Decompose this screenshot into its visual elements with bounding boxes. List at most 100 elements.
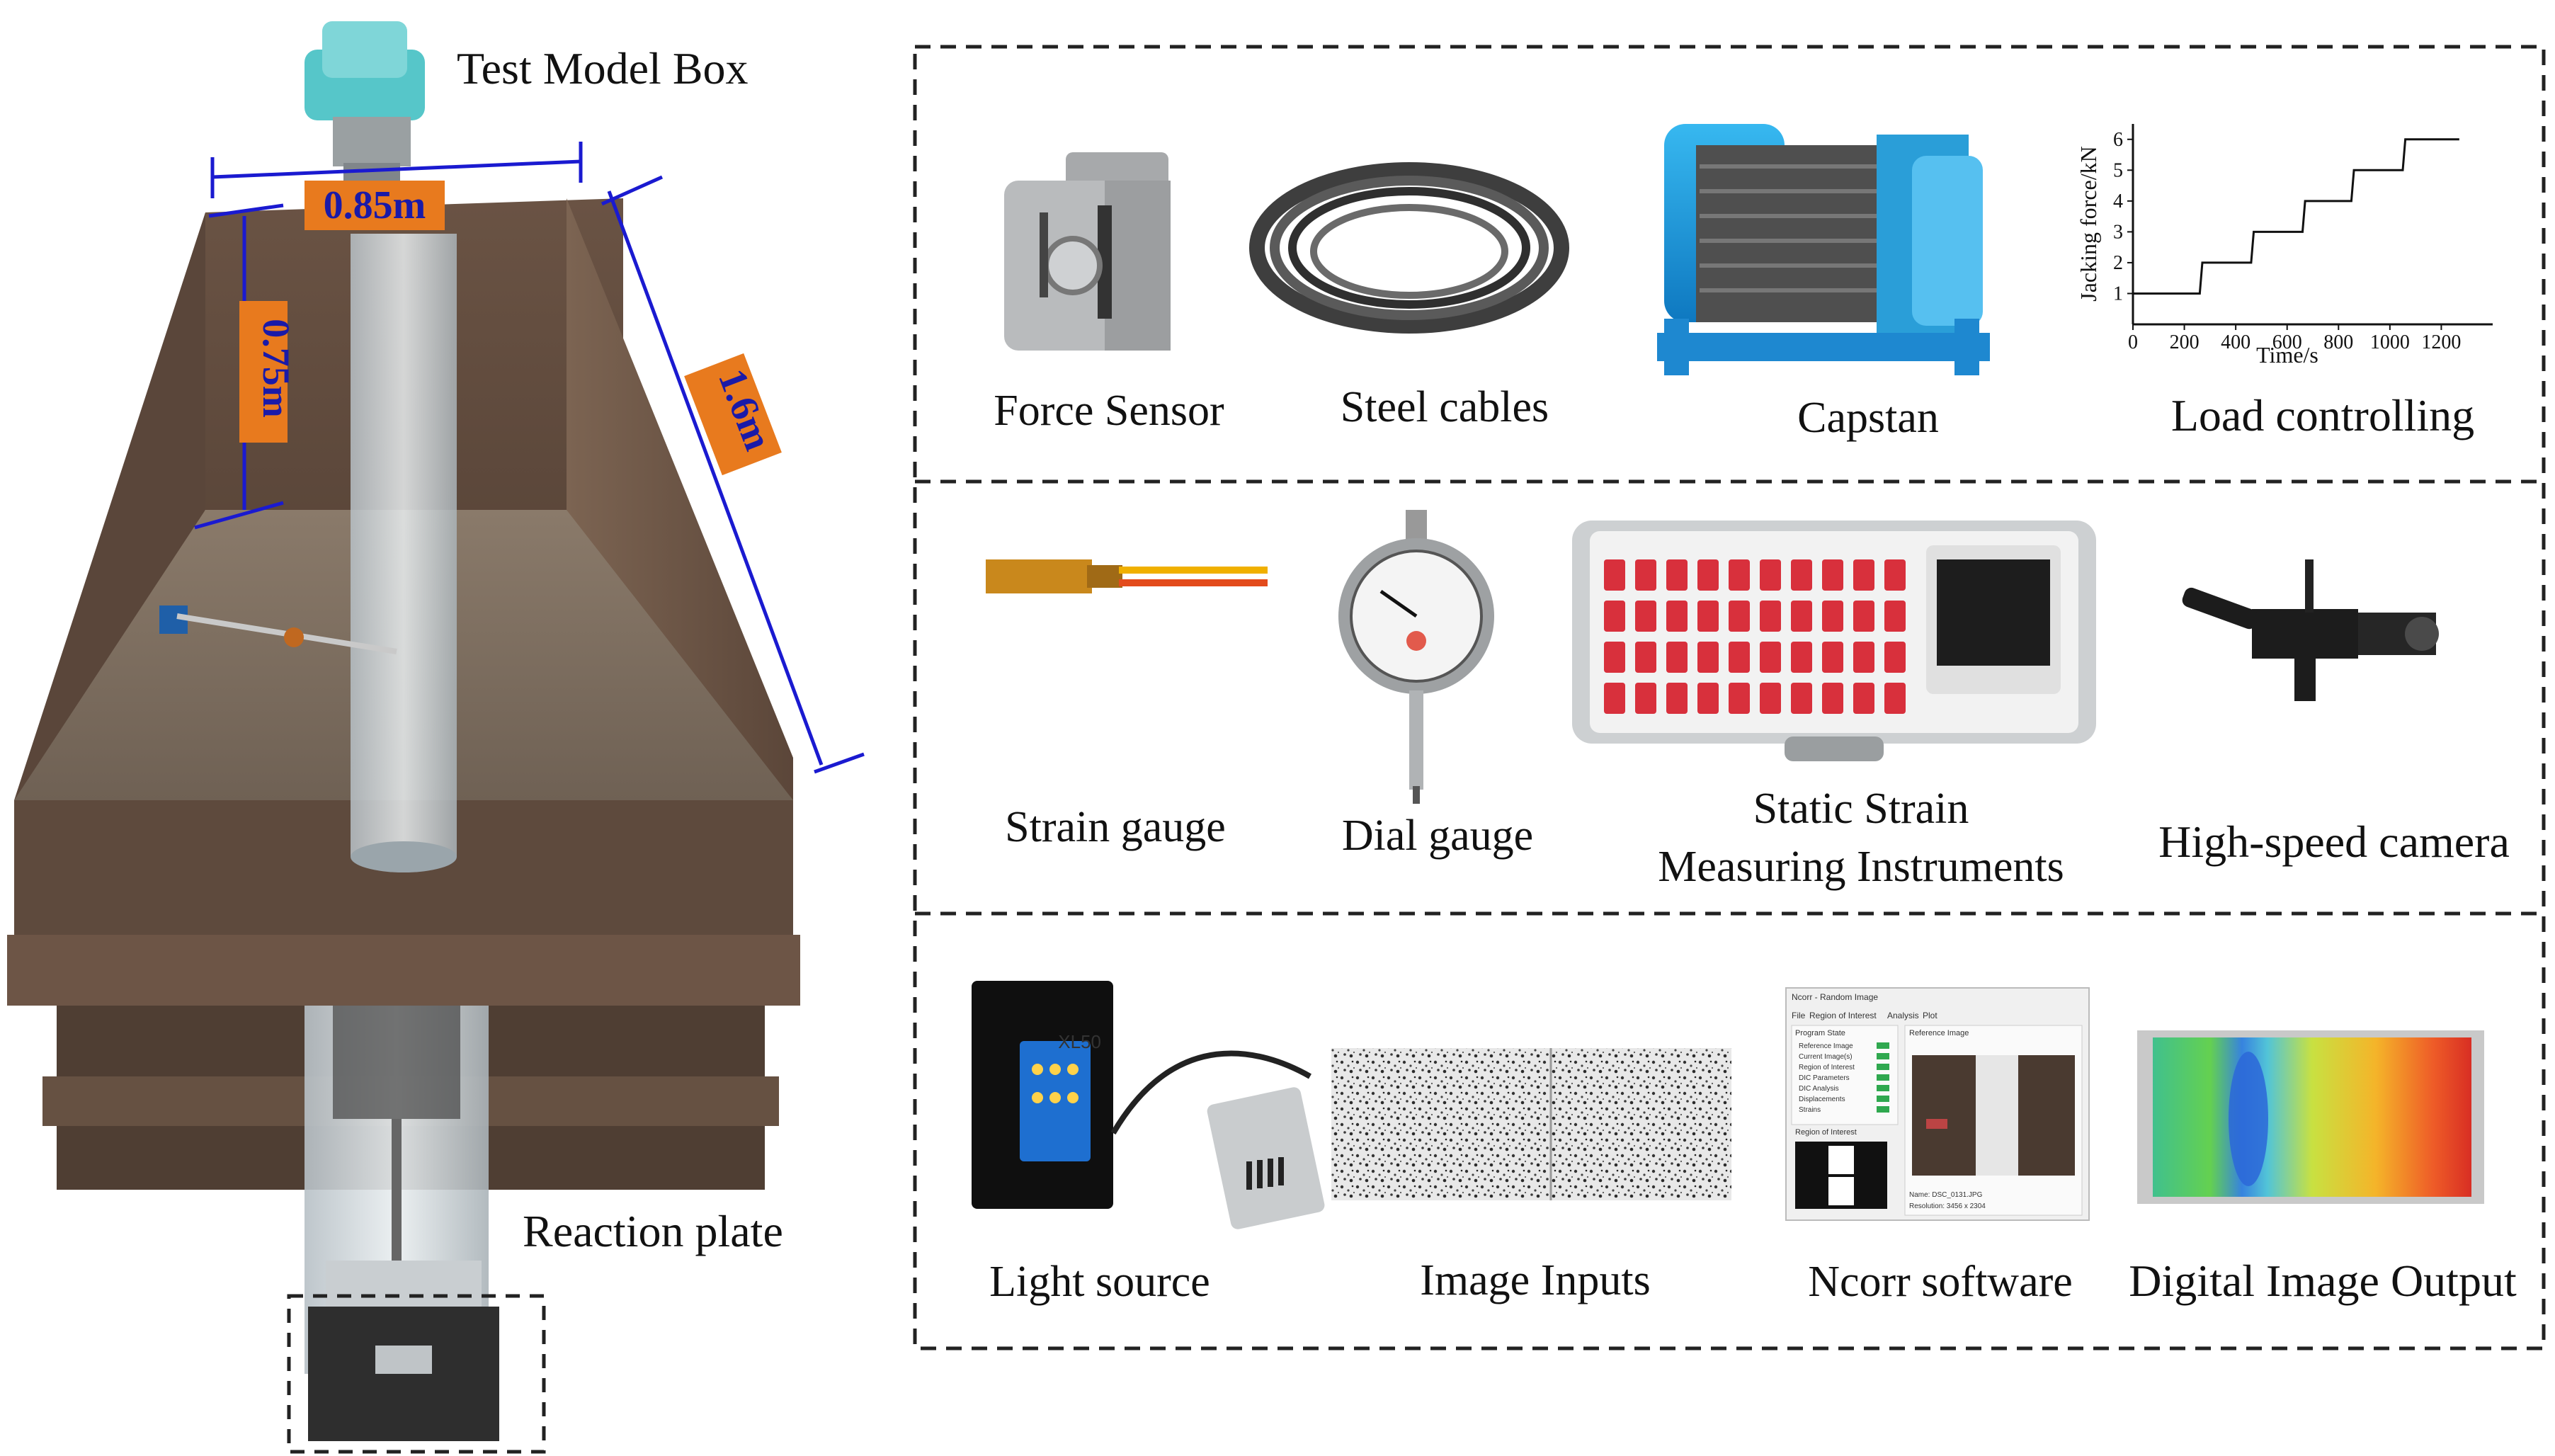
terminal-block: [1884, 683, 1906, 714]
terminal-block: [1760, 642, 1781, 673]
terminal-block: [1791, 683, 1812, 714]
terminal-block: [1853, 601, 1874, 632]
ncorr-state-item: Reference Image: [1799, 1042, 1853, 1050]
load-controlling-label: Load controlling: [2171, 390, 2474, 440]
x-tick-label: 600: [2272, 331, 2302, 353]
high-speed-camera-icon: [2182, 559, 2439, 701]
terminal-block: [1604, 642, 1625, 673]
ncorr-state-item: Strains: [1799, 1106, 1821, 1114]
ncorr-resolution: Resolution: 3456 x 2304: [1909, 1202, 1986, 1210]
terminal-block: [1729, 601, 1750, 632]
terminal-block: [1822, 642, 1843, 673]
terminal-block: [1853, 642, 1874, 673]
y-tick-label: 6: [2113, 129, 2123, 151]
terminal-block: [1884, 559, 1906, 591]
input-terminals: [1604, 559, 1906, 714]
box-rim: [7, 935, 800, 1006]
terminal-block: [1697, 642, 1719, 673]
force-sensor-label: Force Sensor: [994, 387, 1224, 435]
ncorr-menu-file[interactable]: File: [1792, 1011, 1806, 1020]
steel-cables-label: Steel cables: [1341, 383, 1549, 431]
test-model-box-photo: 0.85m 0.75m 1.6m Test Model Box Reaction…: [7, 21, 865, 1454]
row-measurement: Strain gauge Dial gauge Static Strain Me…: [986, 510, 2510, 891]
capstan-icon: [1657, 124, 1990, 375]
terminal-block: [1729, 642, 1750, 673]
dimension-width: 0.85m: [210, 142, 583, 230]
x-tick-label: 800: [2323, 331, 2353, 353]
dimension-height: 0.75m: [194, 203, 297, 530]
speckle-image-icon: [1331, 1048, 1731, 1200]
terminal-block: [1635, 683, 1656, 714]
terminal-block: [1729, 683, 1750, 714]
terminal-block: [1604, 683, 1625, 714]
light-source-label: Light source: [989, 1258, 1210, 1306]
y-tick-label: 1: [2113, 283, 2123, 305]
y-tick-label: 4: [2113, 190, 2123, 212]
ncorr-state-indicator: [1877, 1042, 1889, 1049]
reaction-plate-label: Reaction plate: [523, 1206, 783, 1256]
dimension-length: 1.6m: [601, 175, 865, 774]
jacking-force-line: [2133, 138, 2459, 295]
x-axis-label: Time/s: [2256, 342, 2318, 368]
ncorr-state-indicator: [1877, 1106, 1889, 1113]
terminal-block: [1791, 559, 1812, 591]
force-sensor-icon: [1004, 152, 1171, 351]
ncorr-state-indicator: [1877, 1074, 1889, 1081]
x-tick-label: 0: [2128, 331, 2138, 353]
dim-height-label: 0.75m: [255, 319, 297, 418]
ncorr-state-indicator: [1877, 1085, 1889, 1091]
terminal-block: [1666, 601, 1688, 632]
terminal-block: [1729, 559, 1750, 591]
ncorr-state-item: Displacements: [1799, 1096, 1845, 1103]
light-source-model: XL50: [1058, 1031, 1101, 1052]
y-tick-label: 3: [2113, 221, 2123, 243]
ncorr-panel-title: Program State: [1795, 1029, 1845, 1037]
terminal-block: [1853, 683, 1874, 714]
terminal-block: [1791, 601, 1812, 632]
terminal-block: [1635, 559, 1656, 591]
ncorr-menu-roi[interactable]: Region of Interest: [1809, 1011, 1877, 1020]
terminal-block: [1604, 601, 1625, 632]
dial-gauge-icon: [1338, 510, 1494, 804]
digital-image-output-label: Digital Image Output: [2129, 1256, 2517, 1306]
ncorr-file-name: Name: DSC_0131.JPG: [1909, 1191, 1983, 1199]
x-tick-label: 1000: [2370, 331, 2410, 353]
terminal-block: [1604, 559, 1625, 591]
terminal-block: [1884, 601, 1906, 632]
terminal-block: [1635, 601, 1656, 632]
terminal-block: [1697, 559, 1719, 591]
y-axis-label: Jacking force/kN: [2076, 146, 2101, 301]
dial-gauge-label: Dial gauge: [1342, 812, 1533, 860]
row-dic-system: XL50 Ncorr - Random Image File Region of…: [972, 981, 2517, 1306]
dic-heatmap-icon: [2137, 1030, 2484, 1204]
terminal-block: [1666, 559, 1688, 591]
static-strain-instrument-icon: [1572, 521, 2096, 761]
ncorr-roi-title: Region of Interest: [1795, 1128, 1857, 1137]
ncorr-state-item: DIC Parameters: [1799, 1074, 1850, 1082]
terminal-block: [1822, 601, 1843, 632]
static-strain-label-line2: Measuring Instruments: [1658, 843, 2064, 891]
terminal-block: [1760, 601, 1781, 632]
ncorr-state-item: Current Image(s): [1799, 1053, 1853, 1061]
ncorr-window: Ncorr - Random Image File Region of Inte…: [1785, 987, 2090, 1221]
strain-gauge-label: Strain gauge: [1005, 803, 1226, 851]
terminal-block: [1666, 683, 1688, 714]
ncorr-software-label: Ncorr software: [1808, 1258, 2073, 1306]
dim-width-label: 0.85m: [324, 183, 426, 227]
ncorr-ref-title: Reference Image: [1909, 1029, 1969, 1037]
terminal-block: [1666, 642, 1688, 673]
box-right-wall: [567, 198, 793, 885]
x-tick-label: 200: [2170, 331, 2200, 353]
terminal-block: [1760, 559, 1781, 591]
terminal-block: [1760, 683, 1781, 714]
terminal-block: [1822, 683, 1843, 714]
ncorr-state-item: DIC Analysis: [1799, 1085, 1839, 1093]
ncorr-state-item: Region of Interest: [1799, 1064, 1855, 1071]
terminal-block: [1853, 559, 1874, 591]
ncorr-menu-plot[interactable]: Plot: [1923, 1011, 1937, 1020]
terminal-block: [1635, 642, 1656, 673]
light-source-icon: XL50: [972, 981, 1325, 1229]
ncorr-menu-analysis[interactable]: Analysis: [1887, 1011, 1919, 1020]
